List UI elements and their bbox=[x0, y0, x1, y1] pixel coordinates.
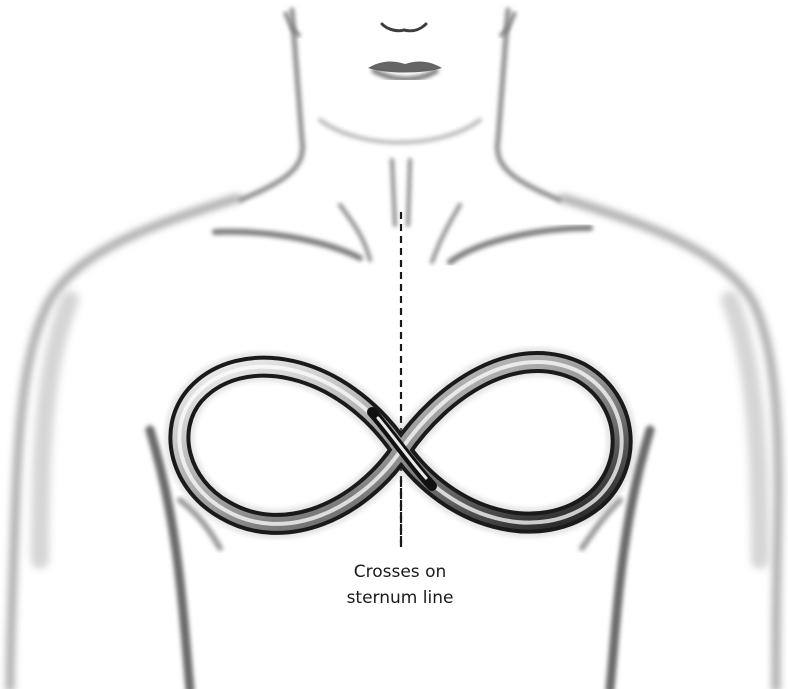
sternum-annotation: Crosses on sternum line bbox=[320, 559, 480, 611]
neck-shading bbox=[240, 10, 560, 200]
annotation-line-1: Crosses on bbox=[320, 559, 480, 585]
ear-shading bbox=[285, 12, 515, 36]
nose-sketch bbox=[382, 24, 426, 31]
collarbone-shading bbox=[215, 228, 590, 262]
mouth-sketch bbox=[368, 62, 442, 80]
throat-lines bbox=[340, 160, 460, 262]
annotation-line-2: sternum line bbox=[320, 585, 480, 611]
